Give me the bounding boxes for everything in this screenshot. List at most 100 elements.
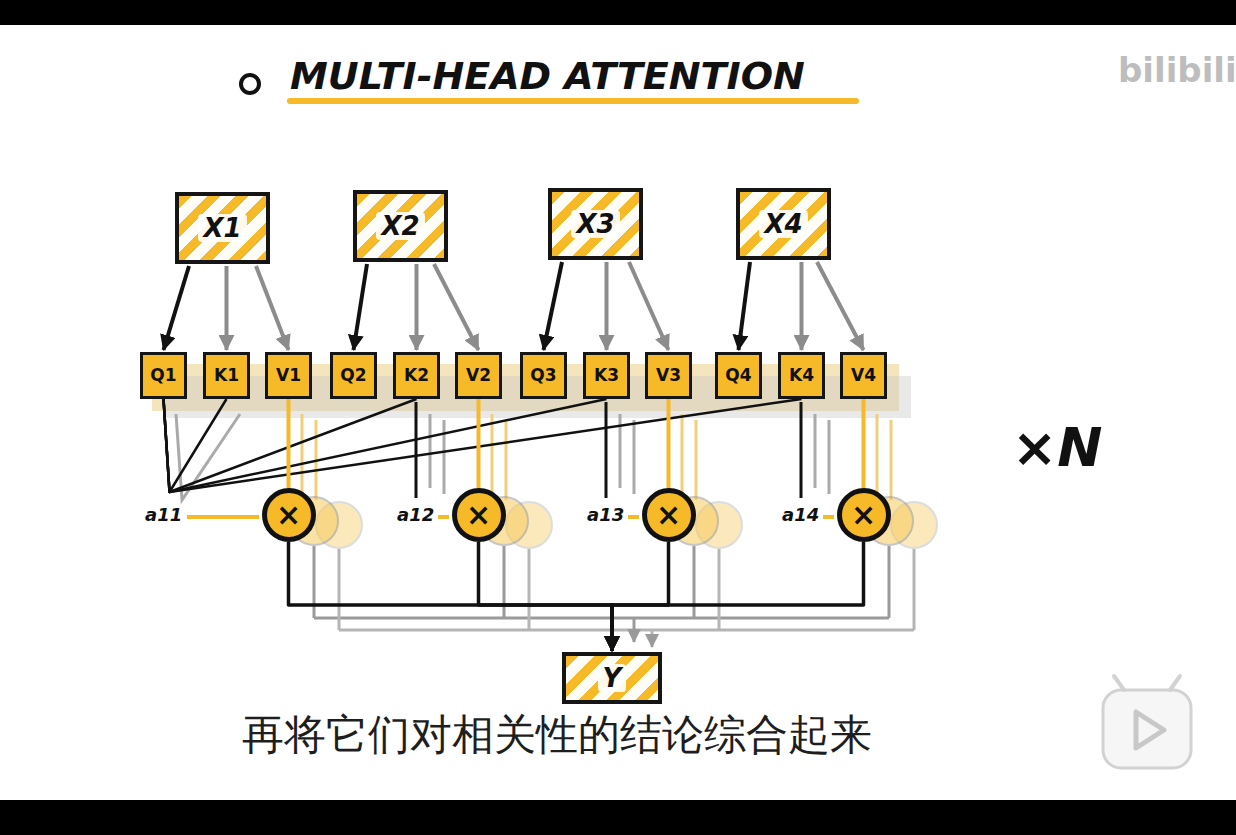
circle-shape: [454, 491, 503, 540]
connector: [289, 542, 613, 651]
multiply-circle: ×: [642, 488, 696, 542]
connector: [164, 266, 190, 350]
node-label: Q2: [340, 366, 366, 385]
node-label: V1: [276, 366, 301, 385]
subtitle-block: 再将它们对相关性的结论综合起来: [0, 710, 1114, 760]
connector: [164, 399, 802, 492]
multiply-circle: ×: [452, 488, 506, 542]
input-token-box: X1: [175, 192, 270, 264]
multiply-circle: ×: [837, 488, 891, 542]
watermark: bilibili: [1118, 52, 1236, 89]
subtitle-text: 再将它们对相关性的结论综合起来: [242, 710, 872, 759]
connector: [629, 262, 669, 350]
title-block: MULTI-HEAD ATTENTION: [290, 56, 805, 98]
connector: [612, 542, 864, 651]
head-shadow-arrow: [633, 618, 636, 642]
connector: [862, 399, 866, 488]
letterbox-bar: [0, 800, 1236, 835]
attention-score: a14: [782, 505, 819, 525]
value-box: V4: [840, 352, 887, 399]
head-shadow-merge: [314, 546, 889, 618]
play-button-ears: [1114, 676, 1180, 690]
connector: [287, 399, 291, 488]
node-label: V2: [466, 366, 491, 385]
connector: [544, 262, 563, 350]
node-label: Q4: [725, 366, 751, 385]
title-bullet: [241, 75, 259, 93]
attention-score: a11: [145, 505, 182, 525]
node-label: X2: [376, 212, 424, 241]
connectors: [164, 262, 864, 651]
key-box: K1: [203, 352, 250, 399]
value-box: V2: [455, 352, 502, 399]
connector: [354, 264, 368, 350]
input-token-box: X2: [353, 190, 448, 262]
attention-score-text: a14: [782, 504, 819, 525]
play-button: [1103, 690, 1191, 768]
score-leader: [416, 402, 801, 498]
node-label: X4: [759, 210, 807, 239]
connector: [225, 266, 229, 350]
node-label: ×: [656, 500, 681, 530]
node-label: K3: [594, 366, 619, 385]
attention-score-text: a11: [145, 504, 182, 525]
connector: [415, 264, 419, 350]
key-box: K4: [778, 352, 825, 399]
circle-shape: [644, 491, 693, 540]
connector: [739, 262, 751, 350]
query-box: Q3: [520, 352, 567, 399]
attention-score-text: a12: [397, 504, 434, 525]
head-shadow-line: [176, 414, 829, 500]
node-label: V4: [851, 366, 876, 385]
connector: [667, 399, 671, 488]
query-box: Q2: [330, 352, 377, 399]
attention-score: a12: [397, 505, 434, 525]
key-box: K3: [583, 352, 630, 399]
head-shadow-arrow: [651, 630, 654, 647]
connector: [817, 262, 864, 350]
node-label: X1: [198, 214, 246, 243]
connector: [605, 262, 609, 350]
connector: [164, 399, 417, 492]
repeat-count: ×N: [1012, 418, 1102, 477]
node-label: Q3: [530, 366, 556, 385]
node-label: ×: [851, 500, 876, 530]
circle-shape: [839, 491, 888, 540]
output-box: Y: [562, 652, 662, 704]
node-label: Y: [598, 664, 627, 693]
key-box: K2: [393, 352, 440, 399]
node-label: X3: [571, 210, 619, 239]
connector: [479, 542, 613, 651]
input-token-box: X3: [548, 188, 643, 260]
connector: [800, 262, 804, 350]
input-token-box: X4: [736, 188, 831, 260]
node-label: ×: [466, 500, 491, 530]
multiply-circle: ×: [262, 488, 316, 542]
node-label: K2: [404, 366, 429, 385]
node-label: K4: [789, 366, 814, 385]
node-label: Q1: [150, 366, 176, 385]
node-label: K1: [214, 366, 239, 385]
query-box: Q4: [715, 352, 762, 399]
connector: [612, 542, 669, 651]
value-box: V1: [265, 352, 312, 399]
node-label: ×: [276, 500, 301, 530]
connector: [256, 266, 289, 350]
attention-score: a13: [587, 505, 624, 525]
title-underline: [290, 98, 856, 104]
repeat-count-text: ×N: [1012, 416, 1102, 479]
head-shadow-merge: [339, 549, 914, 630]
title-text: MULTI-HEAD ATTENTION: [290, 54, 805, 98]
connector: [477, 399, 481, 488]
circle-shape: [264, 491, 313, 540]
head-shadow-line: [302, 414, 891, 500]
letterbox-bar: [0, 0, 1236, 25]
node-label: V3: [656, 366, 681, 385]
play-triangle: [1136, 712, 1164, 748]
attention-score-text: a13: [587, 504, 624, 525]
connector: [164, 399, 607, 492]
query-box: Q1: [140, 352, 187, 399]
value-box: V3: [645, 352, 692, 399]
